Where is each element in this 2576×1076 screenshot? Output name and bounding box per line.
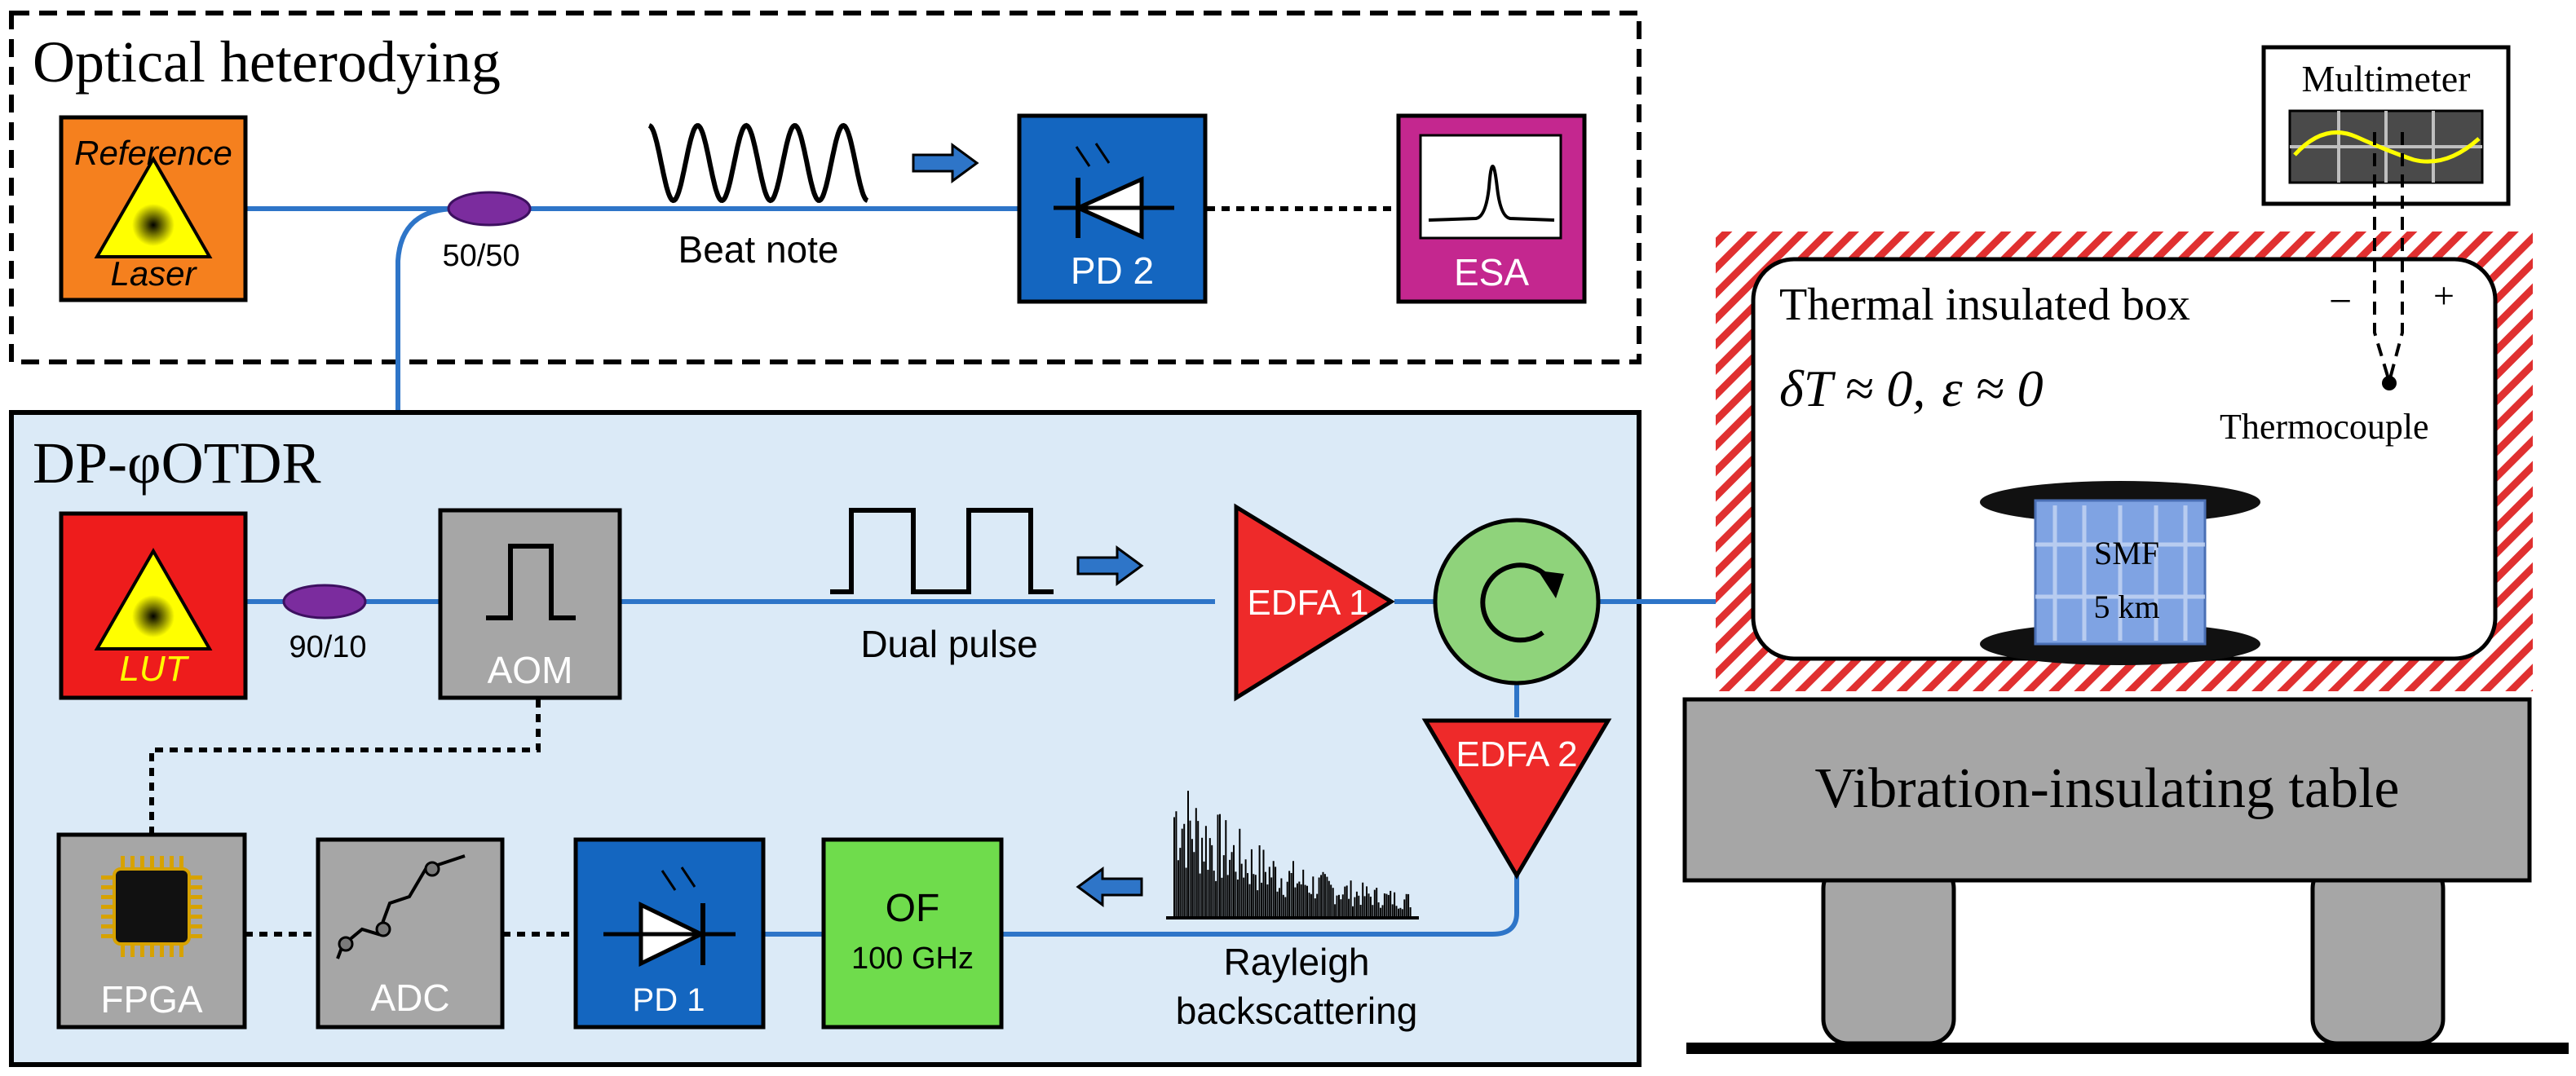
plus-sign: + — [2433, 275, 2454, 316]
reference-laser-label: Reference — [74, 134, 232, 172]
coupler-50-50 — [447, 191, 532, 227]
chip-pin — [121, 856, 125, 869]
smf-length-label: 5 km — [2093, 589, 2159, 625]
otdr-title: DP-φOTDR — [33, 430, 321, 496]
chip-pin — [101, 934, 114, 938]
spectrum-analyzer: ESA — [1396, 113, 1587, 304]
chip-pin — [101, 915, 114, 919]
chip-pin — [189, 875, 202, 880]
spectrum-peak-icon — [1428, 165, 1555, 222]
chip-pin — [170, 856, 174, 869]
minus-sign: − — [2329, 278, 2352, 324]
chip-pin — [189, 885, 202, 889]
dual-pulse-icon — [830, 508, 1054, 594]
chip-pin — [101, 905, 114, 909]
chip-pin — [101, 924, 114, 928]
edfa1-label: EDFA 1 — [1247, 583, 1368, 623]
edfa2-label: EDFA 2 — [1456, 734, 1577, 774]
lut-label: LUT — [119, 649, 189, 689]
of-label: OF — [886, 887, 940, 930]
fpga-label: FPGA — [100, 978, 203, 1021]
rayleigh-label-2: backscattering — [1176, 990, 1418, 1032]
circulator — [1433, 518, 1601, 686]
heterodyne-title: Optical heterodying — [33, 29, 501, 95]
chip-pin — [101, 895, 114, 899]
photodetector-1: PD 1 — [573, 837, 766, 1030]
electrical-links — [149, 699, 576, 937]
coupler-90-10 — [282, 584, 367, 620]
condition-t: T ≈ 0, — [1804, 359, 1926, 417]
fpga: FPGA — [56, 832, 247, 1030]
edfa-1 — [1234, 503, 1395, 702]
multimeter-label: Multimeter — [2302, 58, 2471, 99]
heterodyne-frame — [9, 11, 1641, 364]
acousto-optic-modulator: AOM — [438, 508, 622, 700]
arrow-right-icon — [912, 143, 979, 183]
chip-pin — [189, 934, 202, 938]
multimeter: Multimeter — [2261, 45, 2511, 206]
rayleigh-label: Rayleigh — [1224, 941, 1370, 983]
chip-pin — [101, 875, 114, 880]
beat-note-wave-icon — [647, 122, 869, 204]
condition-text: δT ≈ 0, ε ≈ 0 — [1779, 359, 2044, 417]
thermocouple-wires — [2373, 132, 2404, 382]
arrow-left-icon — [1076, 867, 1143, 907]
chip-pin — [140, 856, 144, 869]
condition-eps: ε ≈ 0 — [1942, 359, 2043, 417]
edfa-2 — [1421, 718, 1612, 880]
coupler-90-10-label: 90/10 — [289, 630, 366, 664]
thermocouple-label: Thermocouple — [2220, 407, 2429, 447]
chip-pin — [189, 915, 202, 919]
circulator-arrow-icon — [1480, 562, 1555, 643]
smf-label: SMF — [2094, 535, 2159, 571]
arrow-right-icon-2 — [1076, 545, 1144, 586]
chip-pin — [189, 905, 202, 909]
esa-label: ESA — [1454, 251, 1529, 293]
condition-delta: δ — [1779, 359, 1805, 417]
table-label: Vibration-insulating table — [1814, 757, 2399, 820]
adc-label: ADC — [370, 977, 449, 1019]
adc: ADC — [316, 837, 505, 1030]
chip-pin — [130, 944, 135, 957]
laser-burst-icon — [132, 204, 175, 246]
photodetector-2: PD 2 — [1017, 113, 1208, 304]
chip-pin — [179, 944, 183, 957]
chip-pin — [150, 944, 154, 957]
chip-pin — [170, 944, 174, 957]
reference-laser: Reference Laser — [59, 115, 248, 302]
multimeter-waveform-icon — [2293, 130, 2481, 164]
chip-pin — [189, 895, 202, 899]
pd2-label: PD 2 — [1071, 249, 1154, 292]
chip-pin — [101, 885, 114, 889]
optical-filter: OF 100 GHz — [821, 837, 1004, 1030]
chip-pin — [189, 924, 202, 928]
chip-pin — [140, 944, 144, 957]
rayleigh-trace-icon — [1166, 791, 1419, 919]
aom-label: AOM — [488, 649, 573, 691]
box-title: Thermal insulated box — [1779, 280, 2190, 330]
reference-laser-label-2: Laser — [110, 254, 197, 293]
chip-pin — [150, 856, 154, 869]
chip-pin — [160, 856, 164, 869]
vibration-table: Vibration-insulating table — [1682, 697, 2569, 1054]
laser-burst-icon-2 — [132, 595, 175, 637]
pd1-label: PD 1 — [633, 982, 705, 1018]
chip-pin — [130, 856, 135, 869]
coupler-50-50-label: 50/50 — [442, 239, 519, 273]
chip-pin — [179, 856, 183, 869]
chip-icon — [101, 856, 202, 957]
laser-under-test: LUT — [59, 511, 248, 700]
beat-note-label: Beat note — [678, 228, 839, 271]
of-bandwidth-label: 100 GHz — [851, 942, 974, 976]
fiber-spool: SMF 5 km — [1980, 481, 2260, 665]
pulse-icon — [486, 544, 576, 620]
chip-pin — [160, 944, 164, 957]
thermocouple-tip-icon — [2382, 376, 2397, 390]
dual-pulse-label: Dual pulse — [860, 623, 1037, 665]
chip-pin — [121, 944, 125, 957]
